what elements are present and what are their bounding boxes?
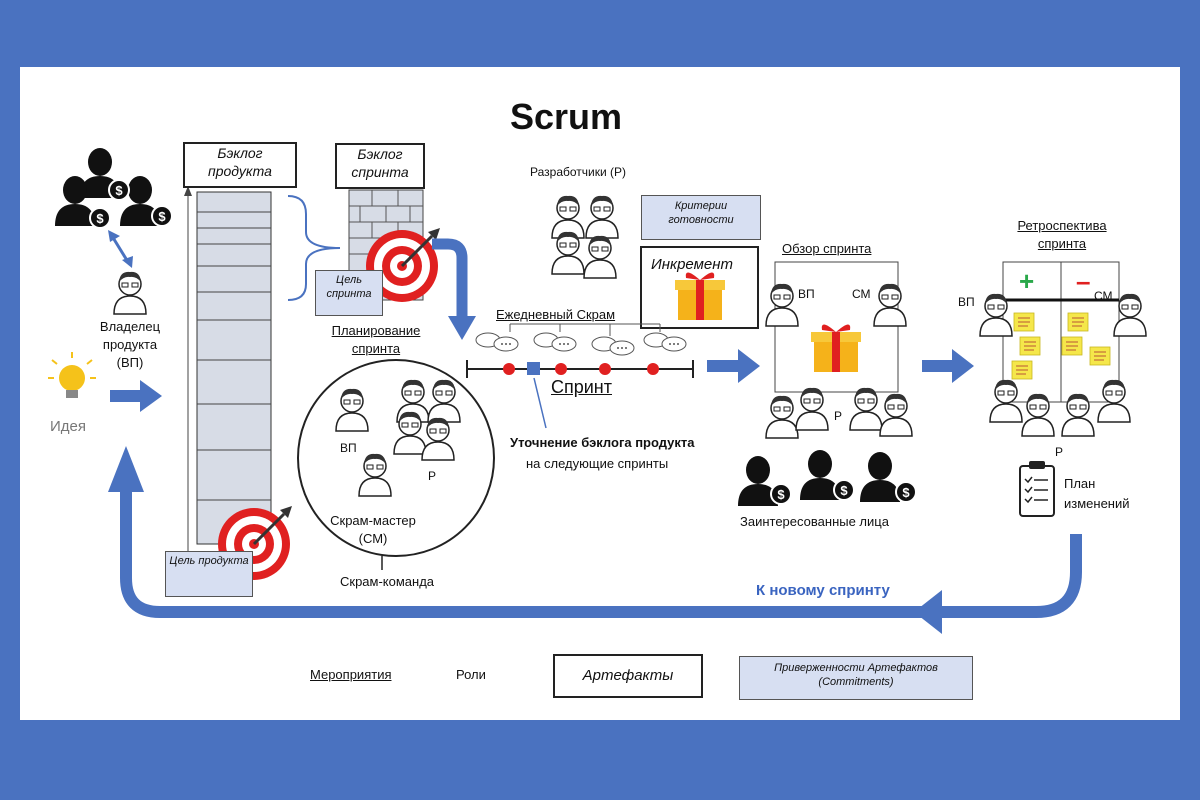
change-plan-clipboard-icon	[1019, 461, 1055, 517]
product-backlog-box: Бэклог продукта	[183, 142, 297, 188]
page-title: Scrum	[510, 96, 623, 137]
retro-sm-label: СМ	[1094, 289, 1113, 303]
legend-roles: Роли	[456, 667, 486, 682]
loop-arrow-head-up	[108, 446, 144, 492]
double-arrow-icon	[108, 230, 133, 268]
sprint-review-label: Обзор спринта	[782, 241, 872, 256]
refinement-title: Уточнение бэклога продукта	[510, 435, 695, 450]
planning-arrow-head	[448, 316, 476, 340]
daily-scrum-bubbles	[475, 332, 687, 356]
stakeholders-icon	[738, 450, 917, 506]
scrum-team-po-label: ВП	[340, 441, 357, 455]
review-dev-label: Р	[834, 409, 843, 423]
review-sm-label: СМ	[852, 287, 871, 301]
sprint-planning-label: Планирование спринта	[331, 323, 421, 356]
definition-of-done-box: Критерии готовности	[641, 195, 761, 240]
developers-people	[551, 195, 619, 279]
developers-label: Разработчики (Р)	[530, 165, 627, 179]
product-owner-label: Владелец продукта (ВП)	[99, 319, 161, 370]
idea-label: Идея	[50, 418, 86, 435]
refinement-pointer	[533, 377, 547, 429]
investors-icon	[55, 148, 173, 229]
scrum-team-label: Скрам-команда	[340, 574, 435, 589]
legend-commitments: Приверженности Артефактов (Commitments)	[739, 656, 973, 700]
sprint-review-frame	[774, 261, 899, 393]
loop-arrow-head-left	[914, 590, 942, 634]
review-to-retro-arrow	[922, 349, 974, 383]
product-backlog-stack	[184, 186, 272, 552]
retrospective-label: Ретроспектива спринта	[1017, 218, 1107, 251]
review-po-label: ВП	[798, 287, 815, 301]
daily-scrum-connectors	[509, 323, 661, 336]
scrum-master-label: Скрам-мастер (СМ)	[330, 513, 416, 546]
daily-scrum-label: Ежедневный Скрам	[496, 307, 616, 322]
sprint-goal-box: Цель спринта	[315, 270, 383, 316]
retro-plus-icon: +	[1019, 266, 1035, 296]
lightbulb-icon	[48, 352, 96, 398]
change-plan-label: План изменений	[1064, 476, 1130, 511]
legend-events: Мероприятия	[310, 667, 392, 682]
next-sprint-loop-arrow	[120, 488, 1082, 618]
product-owner-icon	[113, 271, 147, 315]
to-next-sprint-label: К новому спринту	[756, 582, 890, 599]
sprint-backlog-box: Бэклог спринта	[335, 143, 425, 189]
product-goal-box: Цель продукта	[165, 551, 253, 597]
scrum-team-dev-label: Р	[428, 469, 437, 483]
backlog-bracket	[287, 195, 341, 301]
planning-to-sprint-arrow	[432, 238, 468, 318]
retro-dev-label: Р	[1055, 445, 1064, 459]
legend-artifacts: Артефакты	[553, 654, 703, 698]
sprint-timeline	[466, 360, 694, 378]
retro-po-label: ВП	[958, 295, 975, 309]
sprint-to-review-arrow	[707, 349, 760, 383]
stakeholders-label: Заинтересованные лица	[740, 514, 889, 529]
increment-label: Инкремент	[651, 256, 733, 273]
retro-minus-icon: –	[1076, 266, 1091, 296]
sprint-label: Спринт	[551, 377, 612, 397]
refinement-subtitle: на следующие спринты	[526, 456, 669, 471]
idea-arrow-icon	[110, 380, 162, 412]
